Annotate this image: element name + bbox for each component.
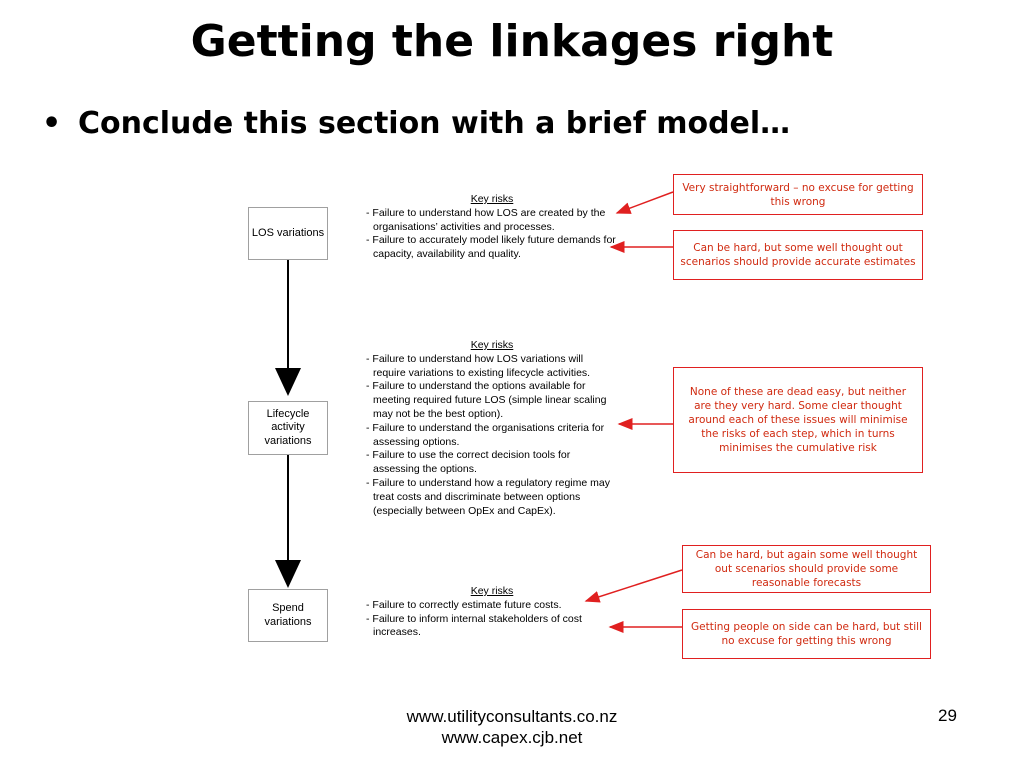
note-pointer-arrow xyxy=(615,191,674,214)
bullet-point: • Conclude this section with a brief mod… xyxy=(42,106,790,141)
stage-box-spend: Spend variations xyxy=(248,589,328,642)
risk-item: - Failure to understand how a regulatory… xyxy=(366,476,610,517)
footer-link[interactable]: www.capex.cjb.net xyxy=(441,728,583,747)
note-callout: None of these are dead easy, but neither… xyxy=(673,367,923,473)
note-pointer-arrow xyxy=(584,569,683,603)
slide-title: Getting the linkages right xyxy=(190,16,834,67)
bullet-text: Conclude this section with a brief model… xyxy=(78,106,791,141)
risk-heading: Key risks xyxy=(470,339,514,351)
risk-block-lifecycle: Key risks - Failure to understand how LO… xyxy=(366,339,618,518)
stage-box-lifecycle: Lifecycle activity variations xyxy=(248,401,328,455)
risk-heading: Key risks xyxy=(470,585,514,597)
stage-label: Lifecycle activity variations xyxy=(264,407,312,447)
page-number: 29 xyxy=(938,706,957,725)
risk-item: - Failure to accurately model likely fut… xyxy=(366,234,616,261)
stage-box-los: LOS variations xyxy=(248,207,328,260)
footer-link[interactable]: www.utilityconsultants.co.nz xyxy=(406,707,618,726)
risk-item: - Failure to inform internal stakeholder… xyxy=(366,612,582,639)
stage-label: Spend variations xyxy=(264,602,312,628)
flow-arrowhead-down xyxy=(275,368,301,396)
note-callout: Very straightforward – no excuse for get… xyxy=(673,174,923,215)
stage-label: LOS variations xyxy=(251,226,325,239)
risk-item: - Failure to understand how LOS are crea… xyxy=(366,206,606,233)
risk-heading: Key risks xyxy=(470,193,514,205)
risk-block-spend: Key risks - Failure to correctly estimat… xyxy=(366,585,618,640)
note-callout: Can be hard, but again some well thought… xyxy=(682,545,931,593)
risk-block-los: Key risks - Failure to understand how LO… xyxy=(366,193,618,262)
footer-urls: www.utilityconsultants.co.nz www.capex.c… xyxy=(0,706,1024,748)
risk-item: - Failure to understand the options avai… xyxy=(366,380,607,420)
flow-arrowhead-down xyxy=(275,560,301,588)
risk-item: - Failure to understand how LOS variatio… xyxy=(366,352,591,379)
risk-item: - Failure to correctly estimate future c… xyxy=(366,598,562,611)
bullet-marker: • xyxy=(42,106,62,141)
risk-item: - Failure to use the correct decision to… xyxy=(366,449,571,476)
note-callout: Can be hard, but some well thought out s… xyxy=(673,230,923,280)
note-callout: Getting people on side can be hard, but … xyxy=(682,609,931,659)
risk-item: - Failure to understand the organisation… xyxy=(366,421,605,448)
